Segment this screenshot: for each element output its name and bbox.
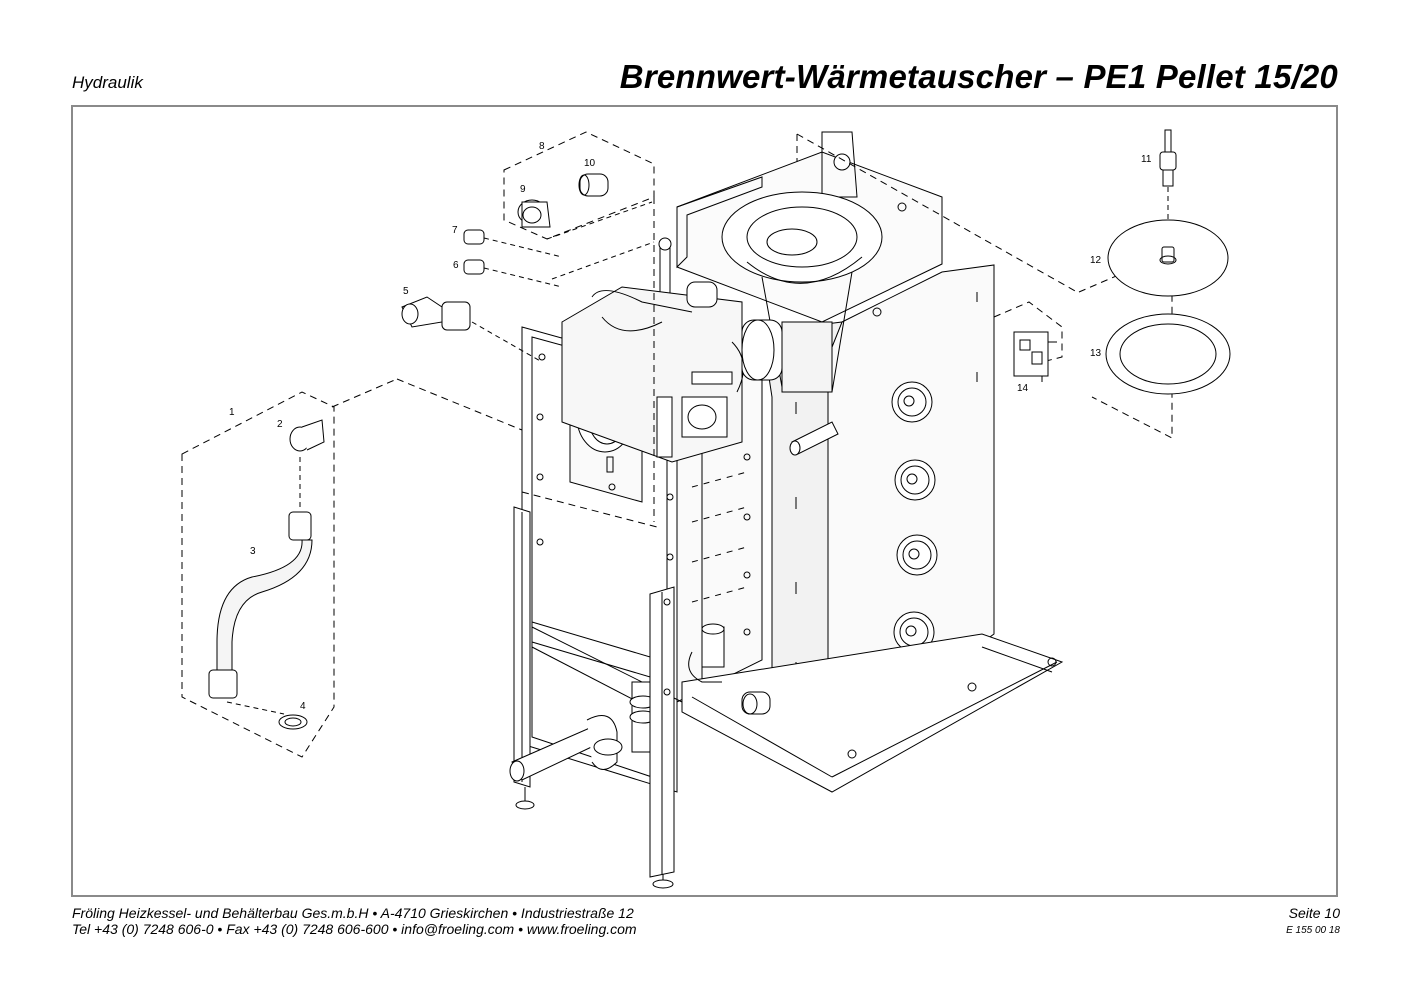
base-frame	[531, 623, 1064, 793]
callout-13: 13	[1090, 348, 1102, 359]
pipework-top	[561, 237, 783, 463]
footer-contact: Tel +43 (0) 7248 606-0 • Fax +43 (0) 724…	[72, 921, 637, 937]
parts-11-14	[1013, 129, 1231, 395]
callout-1: 1	[229, 407, 235, 418]
callout-10: 10	[584, 158, 596, 169]
page-title: Brennwert-Wärmetauscher – PE1 Pellet 15/…	[619, 58, 1338, 95]
parts-1-4	[208, 419, 325, 730]
top-assembly	[676, 131, 943, 393]
callout-3: 3	[250, 546, 256, 557]
boiler-body	[761, 264, 995, 755]
page-number: Seite 10	[1288, 905, 1340, 921]
callout-labels: 1 2 3 4 5 6 7 8 9 10 11 12 13 14	[229, 141, 1152, 712]
footer-company: Fröling Heizkessel- und Behälterbau Ges.…	[72, 905, 634, 921]
callout-14: 14	[1017, 383, 1029, 394]
callout-2: 2	[277, 419, 283, 430]
callout-9: 9	[520, 184, 526, 195]
callout-4: 4	[300, 701, 306, 712]
callout-11: 11	[1141, 154, 1152, 165]
front-leg	[649, 586, 675, 878]
exploded-view-drawing: 1 2 3 4 5 6 7 8 9 10 11 12 13 14	[181, 129, 1231, 889]
callout-7: 7	[452, 225, 458, 236]
callout-5: 5	[403, 286, 409, 297]
callout-6: 6	[453, 260, 459, 271]
drawing-frame: 1 2 3 4 5 6 7 8 9 10 11 12 13 14	[71, 105, 1338, 897]
group-1-box	[181, 391, 335, 758]
parts-5-10	[401, 173, 655, 522]
document-code: E 155 00 18	[1286, 925, 1340, 936]
callout-8: 8	[539, 141, 545, 152]
section-label: Hydraulik	[72, 73, 143, 92]
callout-12: 12	[1090, 255, 1102, 266]
